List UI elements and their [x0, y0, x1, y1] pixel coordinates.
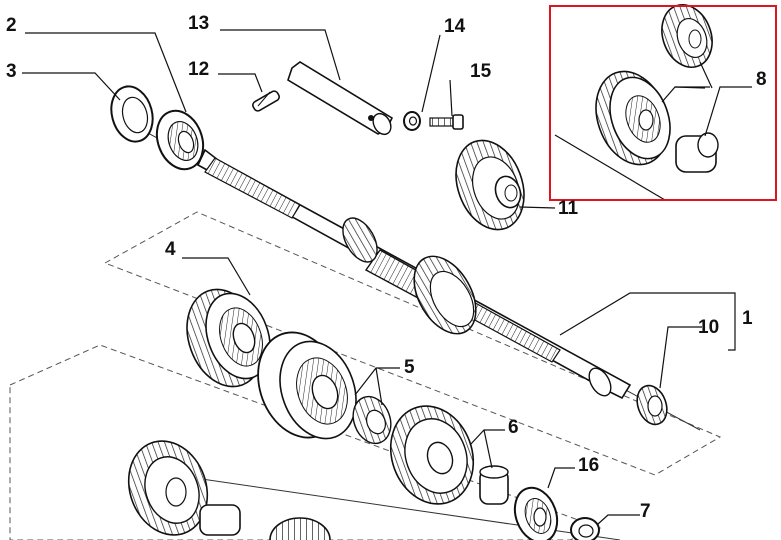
nut-part-10 — [636, 384, 668, 426]
dashed-group-outline-upper — [103, 211, 722, 476]
synchro-hub-part-5 — [257, 331, 392, 445]
gear-part-6 — [389, 405, 509, 505]
main-shaft — [196, 148, 632, 400]
washer-part-3 — [110, 85, 154, 143]
highlighted-group-part-8 — [595, 4, 719, 173]
bolt-part-15 — [429, 114, 464, 130]
callout-2: 2 — [6, 15, 17, 36]
callout-11: 11 — [558, 198, 579, 219]
callout-10: 10 — [698, 317, 720, 338]
callout-15: 15 — [470, 61, 492, 82]
leader-lines — [22, 29, 752, 525]
callout-8: 8 — [756, 69, 767, 90]
callout-5: 5 — [404, 357, 415, 378]
gear-part-11 — [455, 139, 525, 231]
callout-1: 1 — [742, 308, 753, 329]
callout-4: 4 — [165, 239, 176, 260]
callout-13: 13 — [188, 13, 210, 34]
callout-12: 12 — [188, 59, 210, 80]
lower-gear-assembly — [127, 440, 331, 540]
callout-7: 7 — [640, 501, 651, 522]
gear-part-4 — [186, 288, 271, 388]
washer-part-14 — [403, 111, 421, 131]
bearing-part-2 — [155, 109, 205, 171]
callout-16: 16 — [578, 455, 600, 476]
highlight-divider — [554, 134, 666, 201]
highlight-frame — [549, 5, 777, 201]
dashed-group-outline-lower — [9, 344, 602, 540]
shaft-part-13 — [287, 61, 394, 136]
washer-part-7 — [570, 517, 600, 540]
callout-14: 14 — [444, 16, 466, 37]
callout-6: 6 — [508, 417, 519, 438]
pin-part-12 — [252, 90, 280, 112]
bearing-part-16 — [513, 486, 559, 540]
callout-3: 3 — [6, 61, 17, 82]
